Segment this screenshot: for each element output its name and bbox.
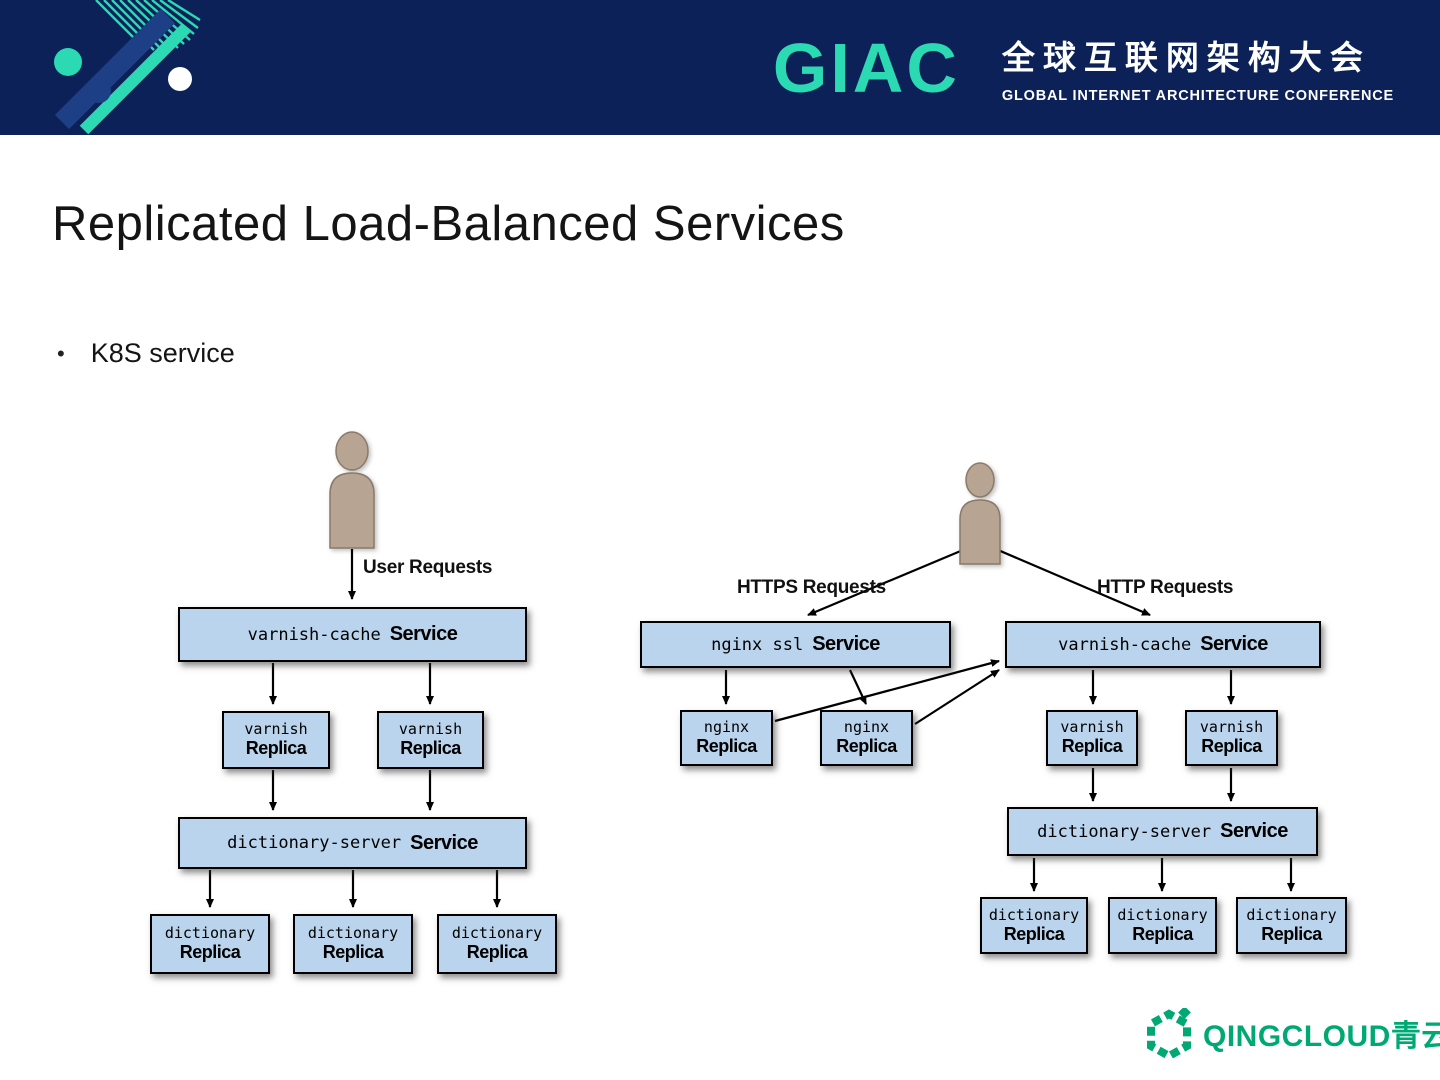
replica-code: varnish bbox=[398, 720, 463, 739]
service-type-label: Service bbox=[1200, 633, 1268, 655]
replica-box-nginx-1: nginx Replica bbox=[680, 710, 773, 766]
service-code: dictionary-server bbox=[227, 833, 402, 853]
service-type-label: Service bbox=[389, 623, 458, 645]
replica-code: dictionary bbox=[451, 924, 543, 943]
replica-code: nginx bbox=[703, 718, 750, 737]
giac-logo-decoration-icon bbox=[54, 0, 201, 135]
service-code: dictionary-server bbox=[1037, 821, 1212, 842]
giac-wordmark: GIAC bbox=[772, 28, 960, 107]
service-type-label: Service bbox=[410, 831, 478, 854]
replica-type-label: Replica bbox=[179, 942, 241, 963]
service-box-varnish-cache-right: varnish-cache Service bbox=[1005, 621, 1321, 668]
service-code: varnish-cache bbox=[247, 624, 381, 645]
service-type-label: Service bbox=[812, 633, 880, 655]
replica-code: dictionary bbox=[988, 905, 1080, 924]
replica-box-nginx-2: nginx Replica bbox=[820, 710, 913, 766]
flow-arrow bbox=[774, 659, 1000, 723]
conference-title-block: 全球互联网架构大会 GLOBAL INTERNET ARCHITECTURE C… bbox=[1002, 31, 1394, 104]
replica-type-label: Replica bbox=[400, 738, 461, 759]
replica-box-dictionary-1: dictionary Replica bbox=[150, 914, 270, 974]
replica-code: dictionary bbox=[307, 924, 399, 943]
https-requests-label: HTTPS Requests bbox=[737, 577, 886, 598]
replica-box-dictionary-right-2: dictionary Replica bbox=[1108, 897, 1217, 954]
replica-type-label: Replica bbox=[836, 736, 897, 757]
service-type-label: Service bbox=[1220, 820, 1288, 842]
bullet-text: K8S service bbox=[90, 338, 235, 368]
flow-arrow bbox=[997, 548, 1151, 617]
replica-box-varnish-1: varnish Replica bbox=[222, 711, 330, 769]
replica-code: nginx bbox=[843, 718, 890, 737]
replica-type-label: Replica bbox=[1003, 923, 1065, 944]
replica-code: dictionary bbox=[164, 924, 256, 943]
replica-code: dictionary bbox=[1117, 905, 1208, 924]
user-requests-label: User Requests bbox=[363, 557, 493, 578]
replica-type-label: Replica bbox=[1261, 923, 1322, 944]
bullet-marker: • bbox=[57, 340, 65, 366]
replica-type-label: Replica bbox=[696, 736, 757, 757]
service-box-varnish-cache: varnish-cache Service bbox=[178, 607, 527, 662]
replica-code: varnish bbox=[244, 720, 308, 739]
replica-type-label: Replica bbox=[466, 942, 528, 963]
flow-arrow bbox=[914, 669, 1000, 725]
service-code: varnish-cache bbox=[1058, 634, 1192, 655]
replica-box-dictionary-3: dictionary Replica bbox=[437, 914, 557, 974]
qingcloud-brand: QINGCLOUD青云 bbox=[1145, 1008, 1440, 1058]
page-title: Replicated Load-Balanced Services bbox=[52, 197, 845, 251]
replica-type-label: Replica bbox=[1201, 736, 1262, 757]
qingcloud-wordmark: QINGCLOUD青云 bbox=[1203, 1020, 1440, 1053]
replica-box-varnish-right-2: varnish Replica bbox=[1185, 710, 1278, 766]
user-person-icon bbox=[959, 462, 1001, 565]
http-requests-label: HTTP Requests bbox=[1097, 577, 1234, 598]
flow-arrow bbox=[807, 548, 964, 617]
service-box-dictionary-server: dictionary-server Service bbox=[178, 817, 527, 869]
replica-type-label: Replica bbox=[1132, 923, 1193, 944]
service-box-dictionary-server-right: dictionary-server Service bbox=[1007, 807, 1318, 856]
replica-box-dictionary-right-1: dictionary Replica bbox=[980, 897, 1088, 954]
replica-box-dictionary-right-3: dictionary Replica bbox=[1236, 897, 1347, 954]
replica-box-varnish-right-1: varnish Replica bbox=[1046, 710, 1138, 766]
header-brand: GIAC 全球互联网架构大会 GLOBAL INTERNET ARCHITECT… bbox=[773, 0, 1394, 135]
service-box-nginx-ssl: nginx ssl Service bbox=[640, 621, 951, 668]
replica-code: varnish bbox=[1199, 718, 1264, 737]
replica-box-dictionary-2: dictionary Replica bbox=[293, 914, 413, 974]
service-code: nginx ssl bbox=[711, 634, 804, 655]
replica-code: dictionary bbox=[1246, 905, 1337, 924]
bullet-item: • K8S service bbox=[57, 338, 235, 369]
header-bar: GIAC 全球互联网架构大会 GLOBAL INTERNET ARCHITECT… bbox=[0, 0, 1440, 135]
conference-title-cn: 全球互联网架构大会 bbox=[1001, 39, 1371, 76]
replica-type-label: Replica bbox=[322, 942, 384, 963]
replica-type-label: Replica bbox=[245, 738, 307, 759]
replica-code: varnish bbox=[1060, 718, 1124, 737]
replica-type-label: Replica bbox=[1061, 736, 1123, 757]
user-person-icon bbox=[329, 431, 375, 549]
conference-title-en: GLOBAL INTERNET ARCHITECTURE CONFERENCE bbox=[1001, 88, 1394, 104]
qingcloud-logo-icon bbox=[1147, 1008, 1191, 1058]
replica-box-varnish-2: varnish Replica bbox=[377, 711, 484, 769]
